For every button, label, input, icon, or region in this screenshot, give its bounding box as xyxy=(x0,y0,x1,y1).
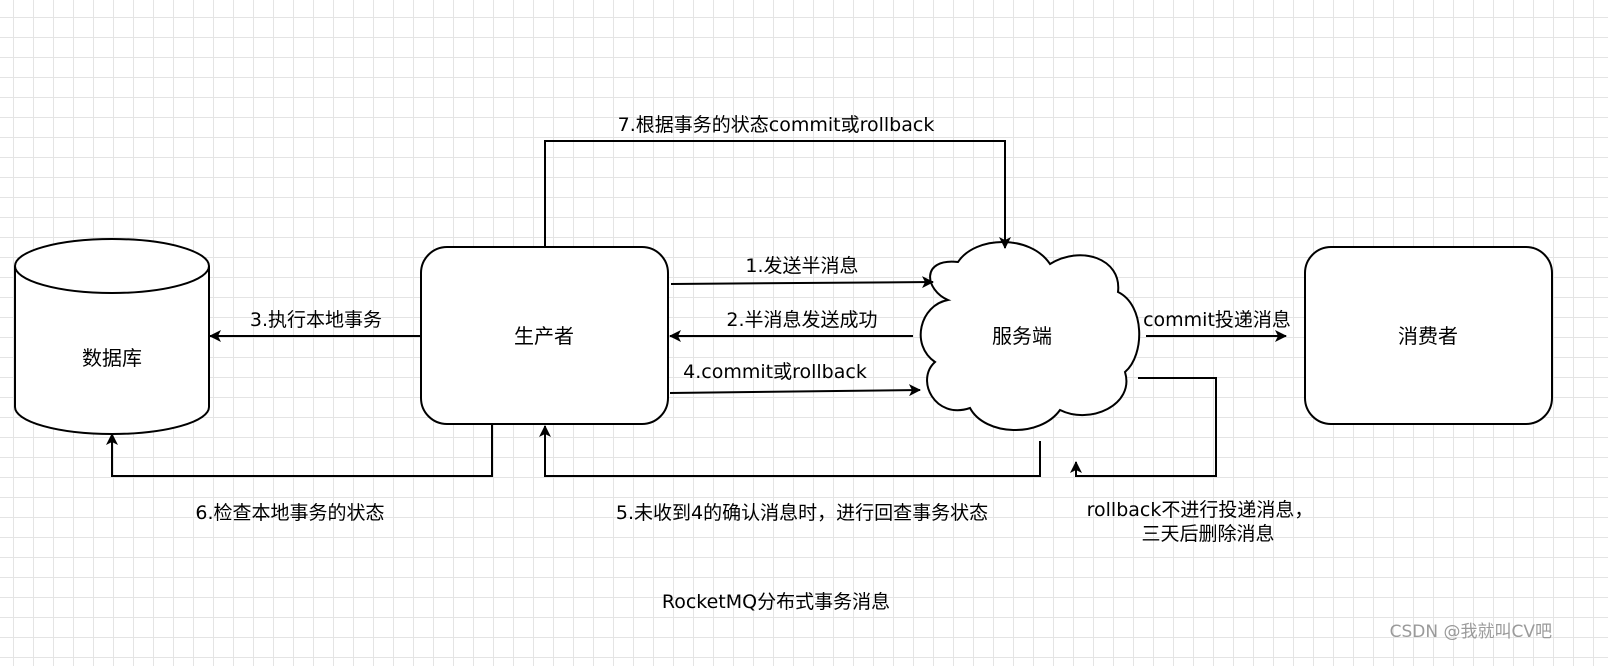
label-rollback-line2: 三天后删除消息 xyxy=(1141,523,1274,545)
label-rollback-line1: rollback不进行投递消息， xyxy=(1087,499,1314,521)
label-step1: 1.发送半消息 xyxy=(745,255,858,277)
producer-node[interactable]: 生产者 xyxy=(420,246,669,425)
diagram-title: RocketMQ分布式事务消息 xyxy=(662,591,890,613)
label-step6: 6.检查本地事务的状态 xyxy=(195,502,384,524)
label-step2: 2.半消息发送成功 xyxy=(726,309,877,331)
watermark: CSDN @我就叫CV吧 xyxy=(1390,622,1552,642)
server-label: 服务端 xyxy=(992,324,1052,348)
consumer-label: 消费者 xyxy=(1398,324,1458,348)
edge-step5 xyxy=(539,425,1041,477)
edge-step4 xyxy=(669,384,921,397)
producer-label: 生产者 xyxy=(514,324,574,348)
label-commit-deliver: commit投递消息 xyxy=(1143,309,1291,331)
label-step3: 3.执行本地事务 xyxy=(250,309,382,331)
database-node[interactable]: 数据库 xyxy=(14,238,210,435)
server-node[interactable]: 服务端 xyxy=(919,241,1141,431)
consumer-node[interactable]: 消费者 xyxy=(1304,246,1553,425)
edge-step6 xyxy=(106,424,493,477)
label-step4: 4.commit或rollback xyxy=(683,361,867,383)
label-step7: 7.根据事务的状态commit或rollback xyxy=(618,114,935,136)
database-label: 数据库 xyxy=(82,346,142,370)
edge-rollback-loop xyxy=(1070,377,1217,477)
label-step5: 5.未收到4的确认消息时，进行回查事务状态 xyxy=(616,502,988,524)
edge-step1 xyxy=(670,276,934,289)
edge-step7 xyxy=(544,140,1011,249)
